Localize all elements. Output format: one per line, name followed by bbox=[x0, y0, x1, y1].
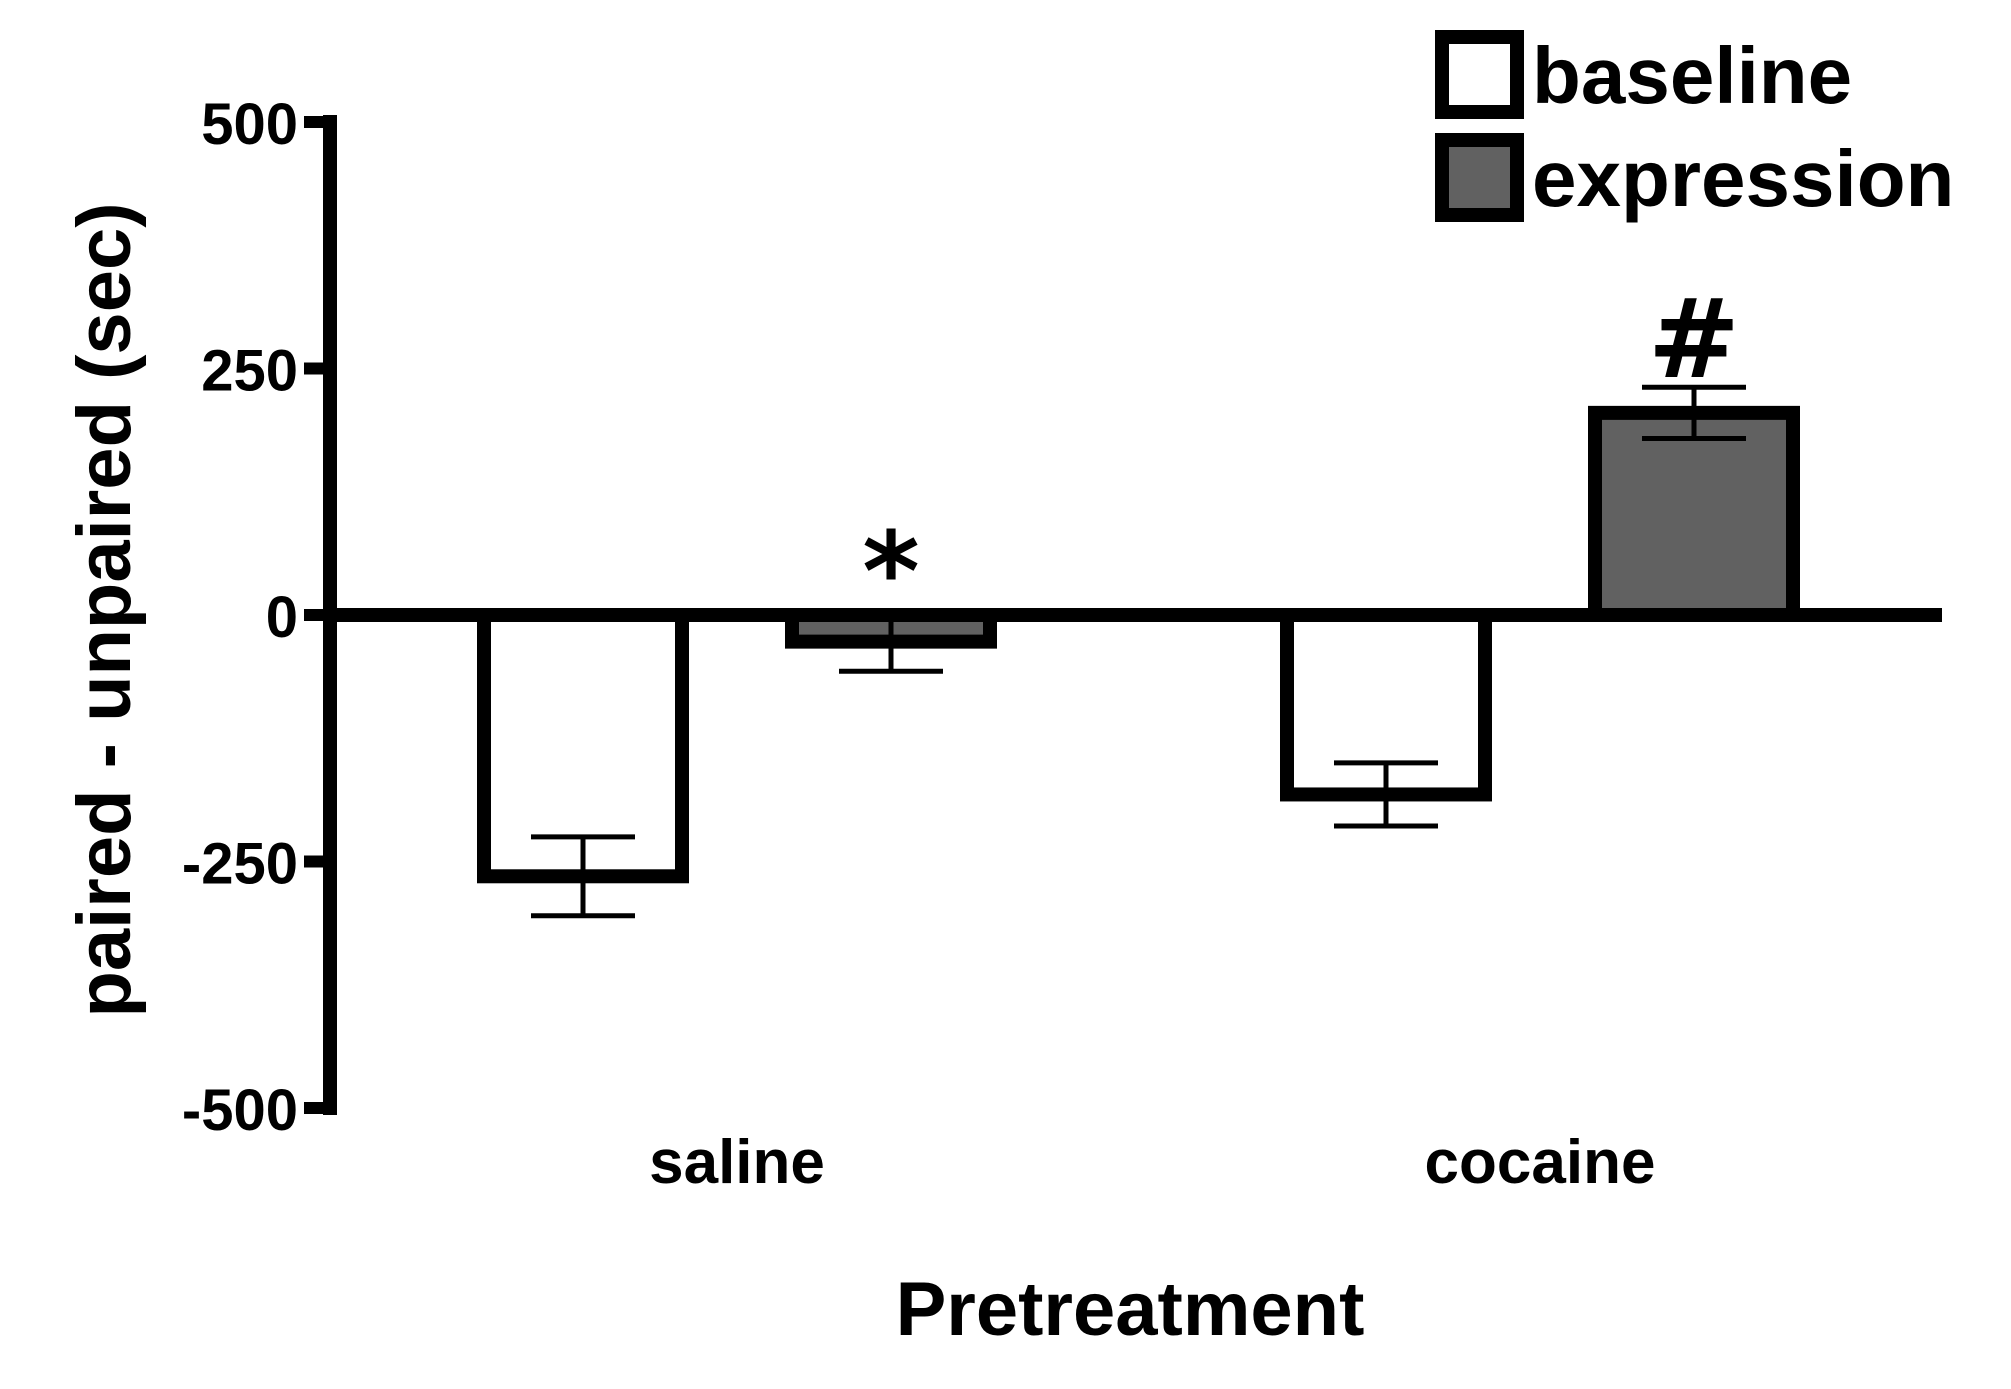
legend-label-expression: expression bbox=[1532, 134, 1954, 223]
category-label: cocaine bbox=[1425, 1128, 1656, 1197]
y-tick-label: 0 bbox=[266, 585, 298, 650]
y-tick-label: 250 bbox=[201, 339, 298, 404]
x-axis-title: Pretreatment bbox=[896, 1267, 1365, 1352]
bars-layer bbox=[477, 405, 1800, 884]
error-bars-layer bbox=[531, 384, 1746, 919]
significance-marker: * bbox=[862, 508, 920, 636]
significance-marker: # bbox=[1648, 275, 1740, 403]
significance-annotations: *# bbox=[862, 275, 1740, 636]
legend-swatch-baseline bbox=[1435, 30, 1524, 119]
legend-label-baseline: baseline bbox=[1532, 31, 1852, 120]
y-tick-label: -250 bbox=[182, 832, 298, 897]
bar-expression bbox=[1588, 405, 1800, 622]
category-label: saline bbox=[649, 1128, 825, 1197]
y-axis-title: paired - unpaired (sec) bbox=[62, 202, 147, 1017]
legend-swatch-expression bbox=[1435, 133, 1524, 222]
legend: baseline expression bbox=[1435, 30, 1954, 223]
y-tick-label: 500 bbox=[201, 92, 298, 157]
y-tick-label: -500 bbox=[182, 1078, 298, 1143]
y-tick-labels: 500 250 0 -250 -500 bbox=[182, 92, 298, 1143]
x-category-labels: saline cocaine bbox=[649, 1128, 1655, 1197]
y-ticks bbox=[304, 116, 330, 1114]
